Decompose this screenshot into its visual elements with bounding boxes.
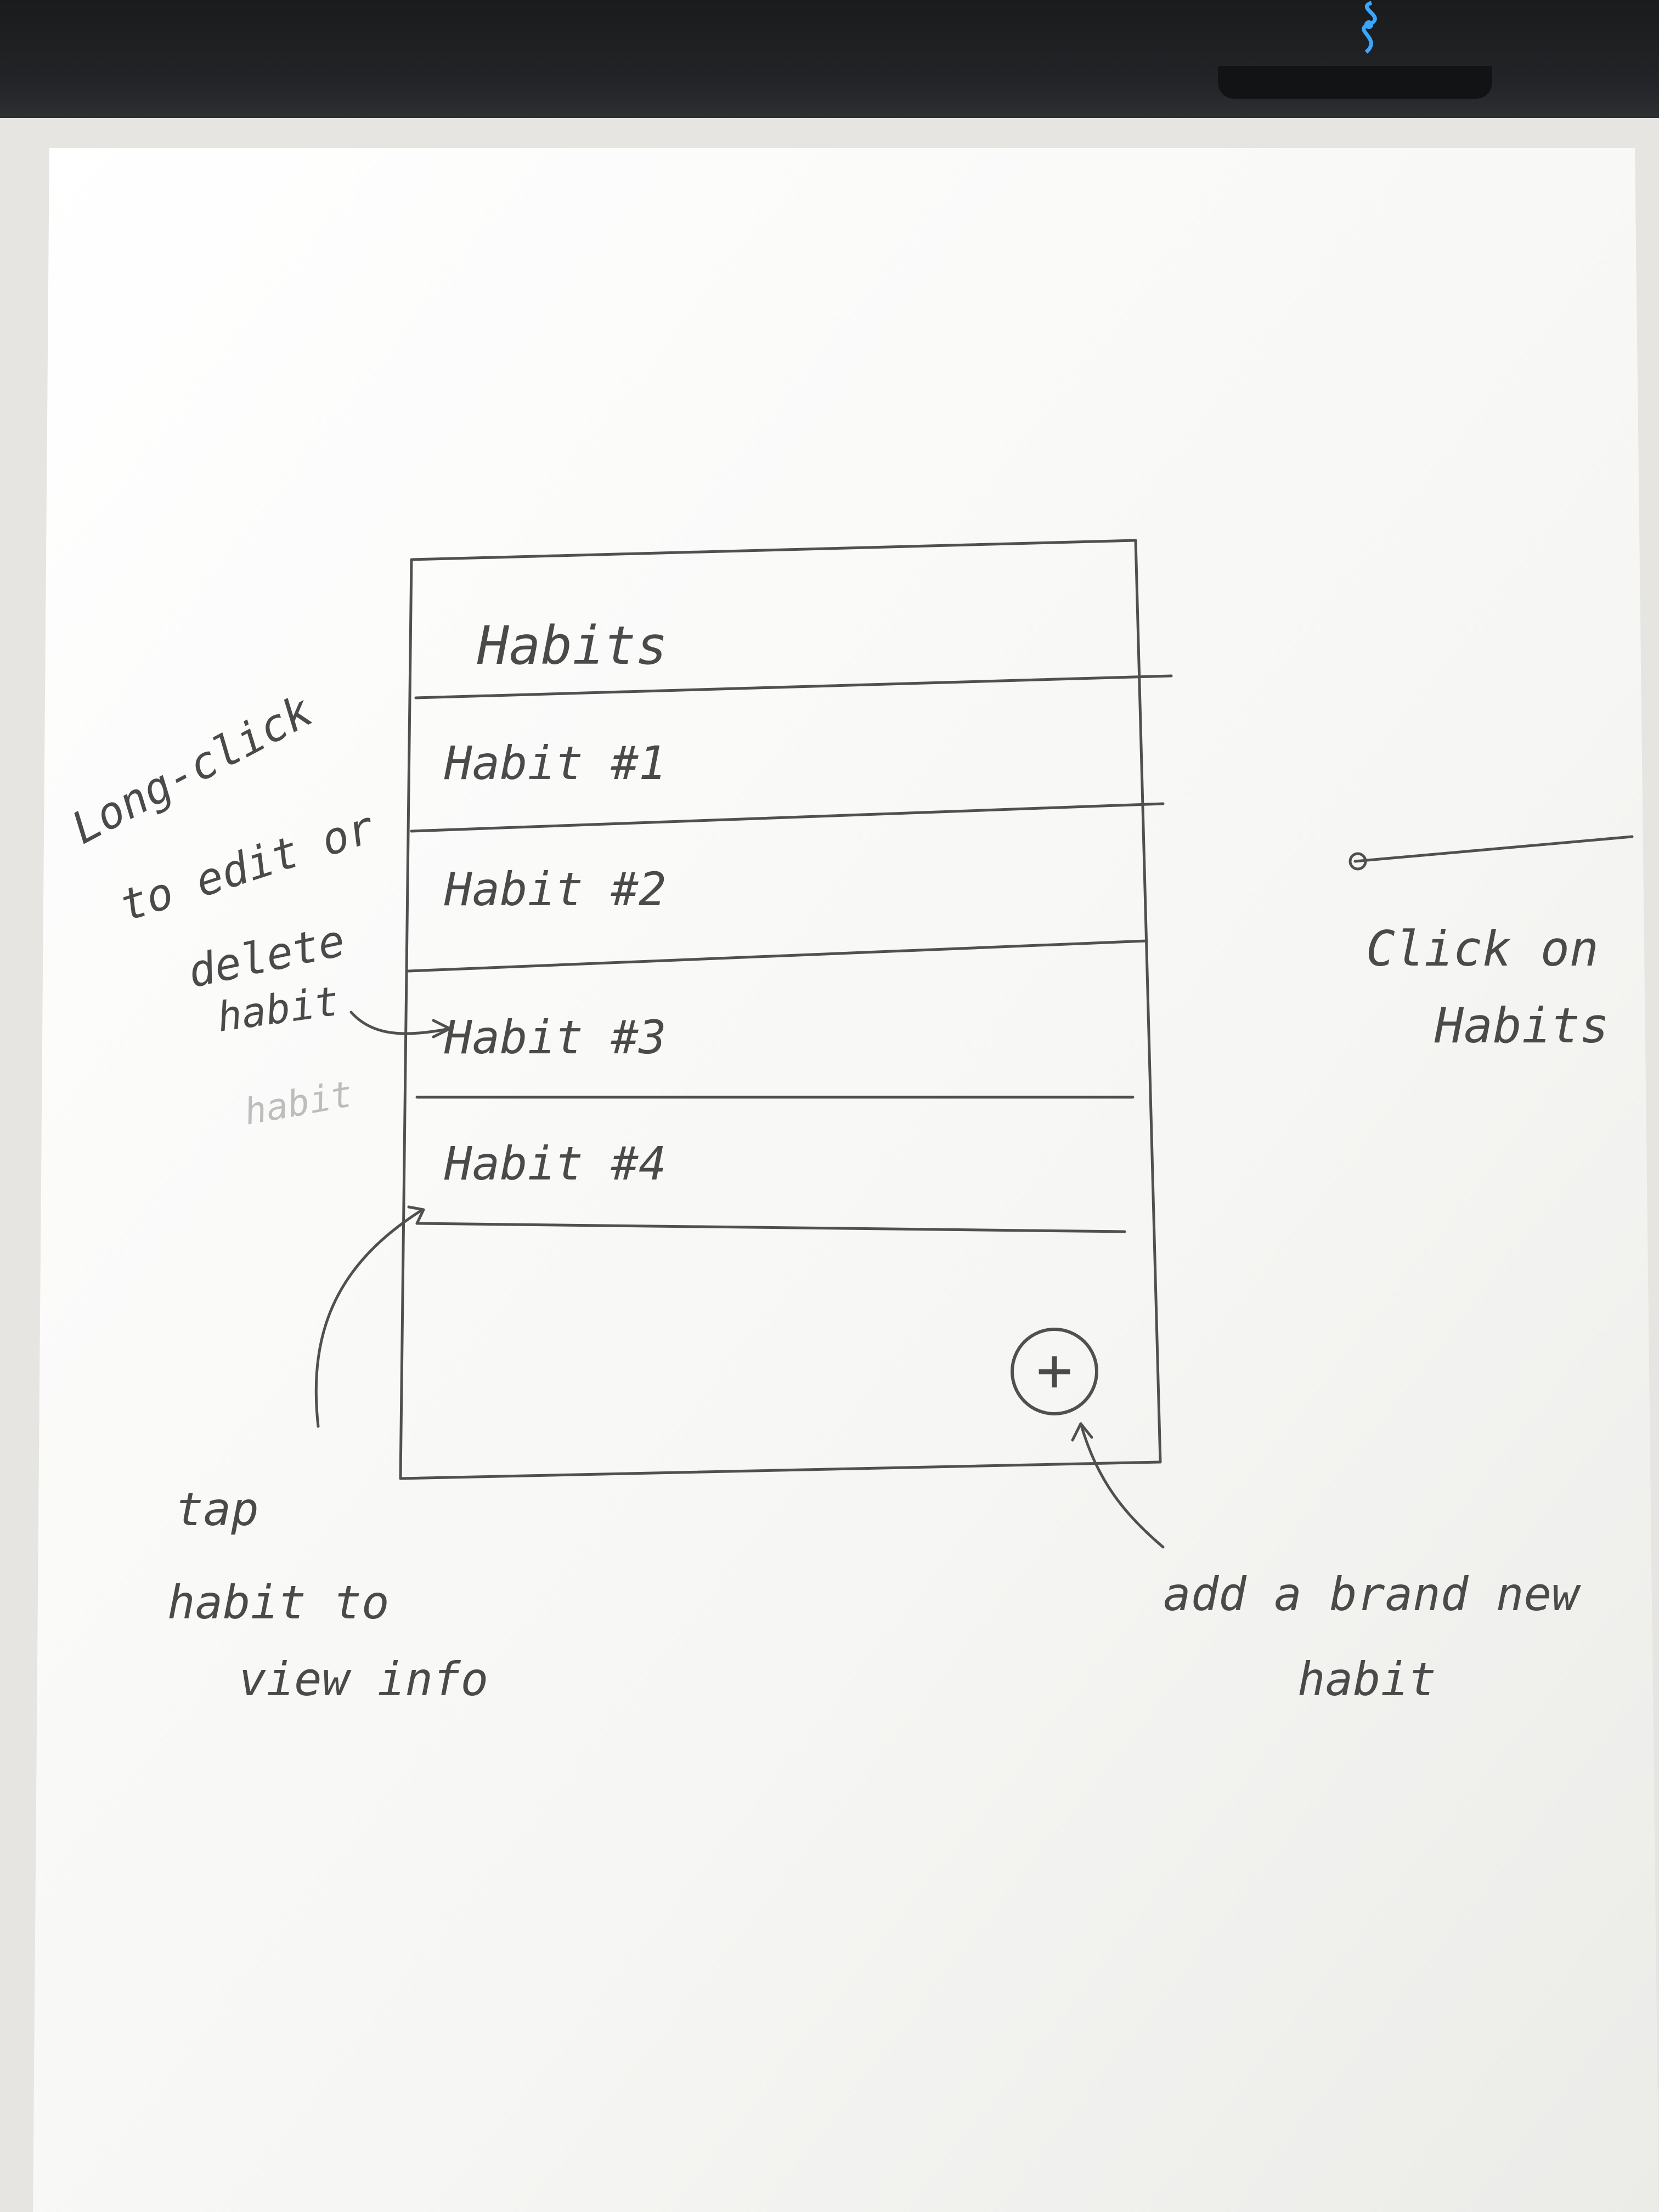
razer-logo-icon — [1362, 1, 1377, 54]
arrow-to-habit-4 — [314, 1208, 424, 1428]
arrowhead-icon — [432, 1019, 452, 1039]
arrow-tail-icon — [1348, 852, 1367, 871]
laptop-hinge — [1218, 66, 1492, 99]
annotation-tap: tap habit to view info — [167, 1205, 488, 1706]
arrow-from-previous-screen — [1353, 835, 1634, 863]
add-habit-button[interactable]: + — [1011, 1328, 1098, 1415]
annotation-add-new: add a brand new habit — [1071, 1422, 1581, 1706]
phone-wireframe — [399, 539, 1173, 1480]
add-line-2: habit — [1297, 1652, 1436, 1706]
click-line-1: Click on — [1366, 921, 1599, 977]
tap-line-3: view info — [239, 1652, 488, 1706]
plus-circle-icon — [1011, 1328, 1098, 1415]
paper-sheet — [33, 148, 1659, 2212]
arrow-to-add-button — [1079, 1422, 1165, 1549]
habit-row-1[interactable]: Habit #1 — [444, 736, 667, 790]
click-line-2: Habits — [1434, 997, 1609, 1054]
habit-row-4[interactable]: Habit #4 — [444, 1137, 667, 1190]
tap-line-2: habit to — [167, 1576, 390, 1629]
annotation-click-on: Click on Habits — [1348, 835, 1634, 1054]
arrowhead-icon — [407, 1205, 425, 1225]
add-line-1: add a brand new — [1163, 1567, 1581, 1621]
habit-row-2[interactable]: Habit #2 — [444, 862, 667, 916]
plus-symbol: + — [1036, 1335, 1073, 1405]
screen-title: Habits — [477, 615, 668, 676]
habit-row-3[interactable]: Habit #3 — [444, 1011, 667, 1064]
tap-line-1: tap — [176, 1482, 259, 1536]
arrowhead-icon — [1071, 1422, 1093, 1442]
arrow-to-habit-3 — [349, 1011, 452, 1035]
